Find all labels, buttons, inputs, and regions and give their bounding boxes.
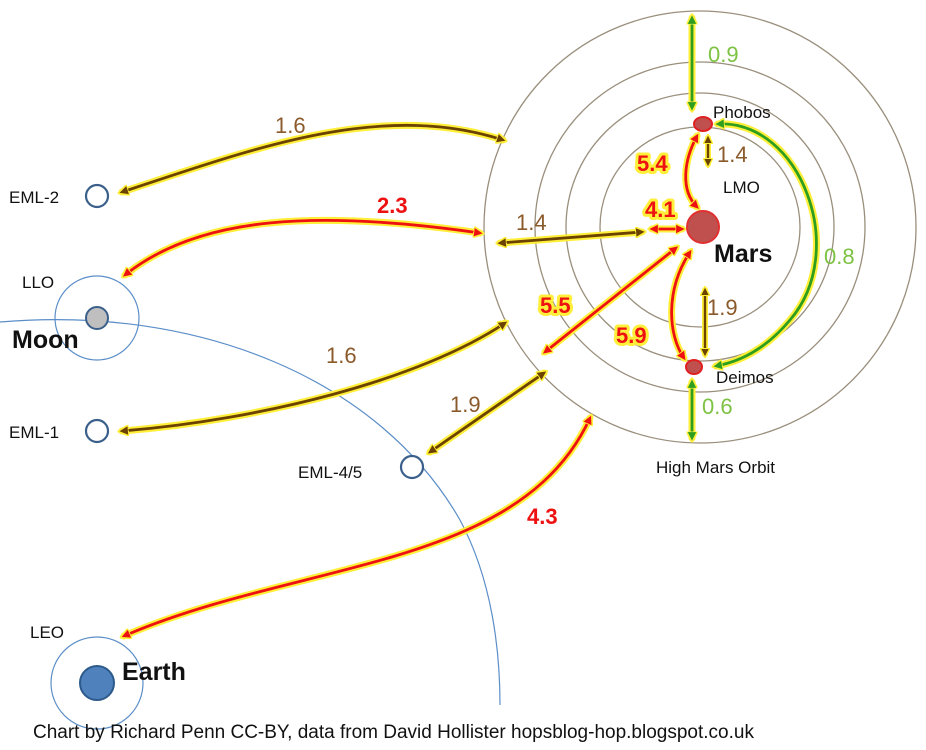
value-hmo-phobos: 0.9: [708, 42, 739, 67]
value-hmo-deimos: 0.6: [702, 394, 733, 419]
value-phobos-lmo: 1.4: [717, 142, 748, 167]
moon-body: [85, 306, 109, 330]
deimos-body: [685, 359, 703, 375]
label-moon: Moon: [12, 326, 79, 354]
arrow-leo-hmo: [120, 414, 594, 640]
arrow-eml1-hmo: [118, 319, 509, 435]
label-deimos: Deimos: [716, 368, 774, 387]
label-eml1: EML-1: [9, 423, 59, 442]
llo-ring: [54, 275, 140, 361]
phobos-body: [693, 116, 713, 132]
label-phobos: Phobos: [713, 103, 771, 122]
value-mars-phobos: 5.4: [637, 151, 668, 176]
value-eml2-hmo: 1.6: [275, 113, 306, 138]
moon-orbit-arc: [0, 319, 501, 706]
value-eml45-hmo: 1.9: [450, 392, 481, 417]
label-eml2: EML-2: [9, 188, 59, 207]
eml45-point: [399, 454, 425, 480]
value-eml1-hmo: 1.6: [326, 343, 357, 368]
label-llo: LLO: [22, 273, 54, 292]
eml1-point: [84, 418, 110, 444]
value-leo-hmo: 4.3: [527, 504, 558, 529]
mars-body: [686, 210, 720, 244]
label-mars: Mars: [714, 240, 772, 268]
value-mars-lmo: 4.1: [645, 197, 676, 222]
leo-ring: [50, 636, 144, 730]
value-mars-hmo: 5.5: [540, 293, 571, 318]
earth-body: [79, 665, 115, 701]
value-mars-deimos: 5.9: [616, 323, 647, 348]
value-phobos-deimos: 0.8: [824, 244, 855, 269]
arrow-llo-lmo: [121, 216, 484, 279]
transfer-arrows: [118, 18, 820, 640]
value-deimos-lmo: 1.9: [707, 295, 738, 320]
value-llo-lmo: 2.3: [377, 193, 408, 218]
label-earth: Earth: [122, 658, 186, 686]
value-hmo-lmo: 1.4: [516, 210, 547, 235]
label-high-mars-orbit: High Mars Orbit: [656, 458, 775, 477]
label-eml45: EML-4/5: [298, 463, 362, 482]
label-leo: LEO: [30, 623, 64, 642]
eml2-point: [84, 183, 110, 209]
credit-line: Chart by Richard Penn CC-BY, data from D…: [33, 722, 754, 743]
label-lmo: LMO: [723, 178, 760, 197]
